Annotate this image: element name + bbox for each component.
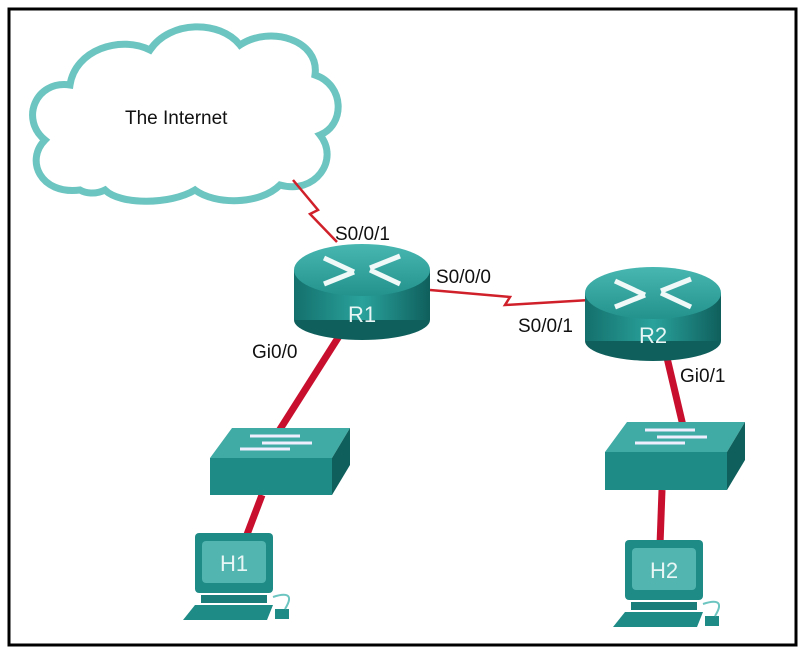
- switch-s2[interactable]: [605, 422, 745, 490]
- internet-cloud: The Internet: [29, 23, 342, 205]
- ethernet-link-s2-h2[interactable]: [656, 489, 666, 546]
- router-r2[interactable]: R2: [585, 267, 721, 361]
- router-label: R1: [348, 302, 376, 327]
- cloud-label: The Internet: [125, 108, 228, 129]
- interface-label-r2-s001: S0/0/1: [518, 316, 573, 337]
- host-h2[interactable]: H2: [613, 540, 721, 627]
- switch-s1[interactable]: [210, 428, 350, 495]
- switch-arrows-icon: [635, 428, 707, 445]
- host-label: H1: [220, 551, 248, 576]
- switch-arrows-icon: [240, 434, 312, 451]
- interface-label-r2-gi01: Gi0/1: [680, 366, 725, 387]
- interface-label-r1-gi00: Gi0/0: [252, 342, 297, 363]
- router-arrows-icon: [613, 276, 693, 310]
- host-label: H2: [650, 558, 678, 583]
- ethernet-link-r1-s1[interactable]: [267, 328, 346, 447]
- serial-link-r1-r2[interactable]: [429, 288, 591, 307]
- interface-label-r1-s001: S0/0/1: [335, 224, 390, 245]
- frame-border: [7, 7, 798, 647]
- serial-link-internet-r1[interactable]: [292, 179, 338, 243]
- router-label: R2: [639, 323, 667, 348]
- router-r1[interactable]: R1: [294, 244, 430, 340]
- interface-label-r1-s000: S0/0/0: [436, 267, 491, 288]
- host-h1[interactable]: H1: [183, 533, 291, 620]
- router-arrows-icon: [322, 253, 402, 287]
